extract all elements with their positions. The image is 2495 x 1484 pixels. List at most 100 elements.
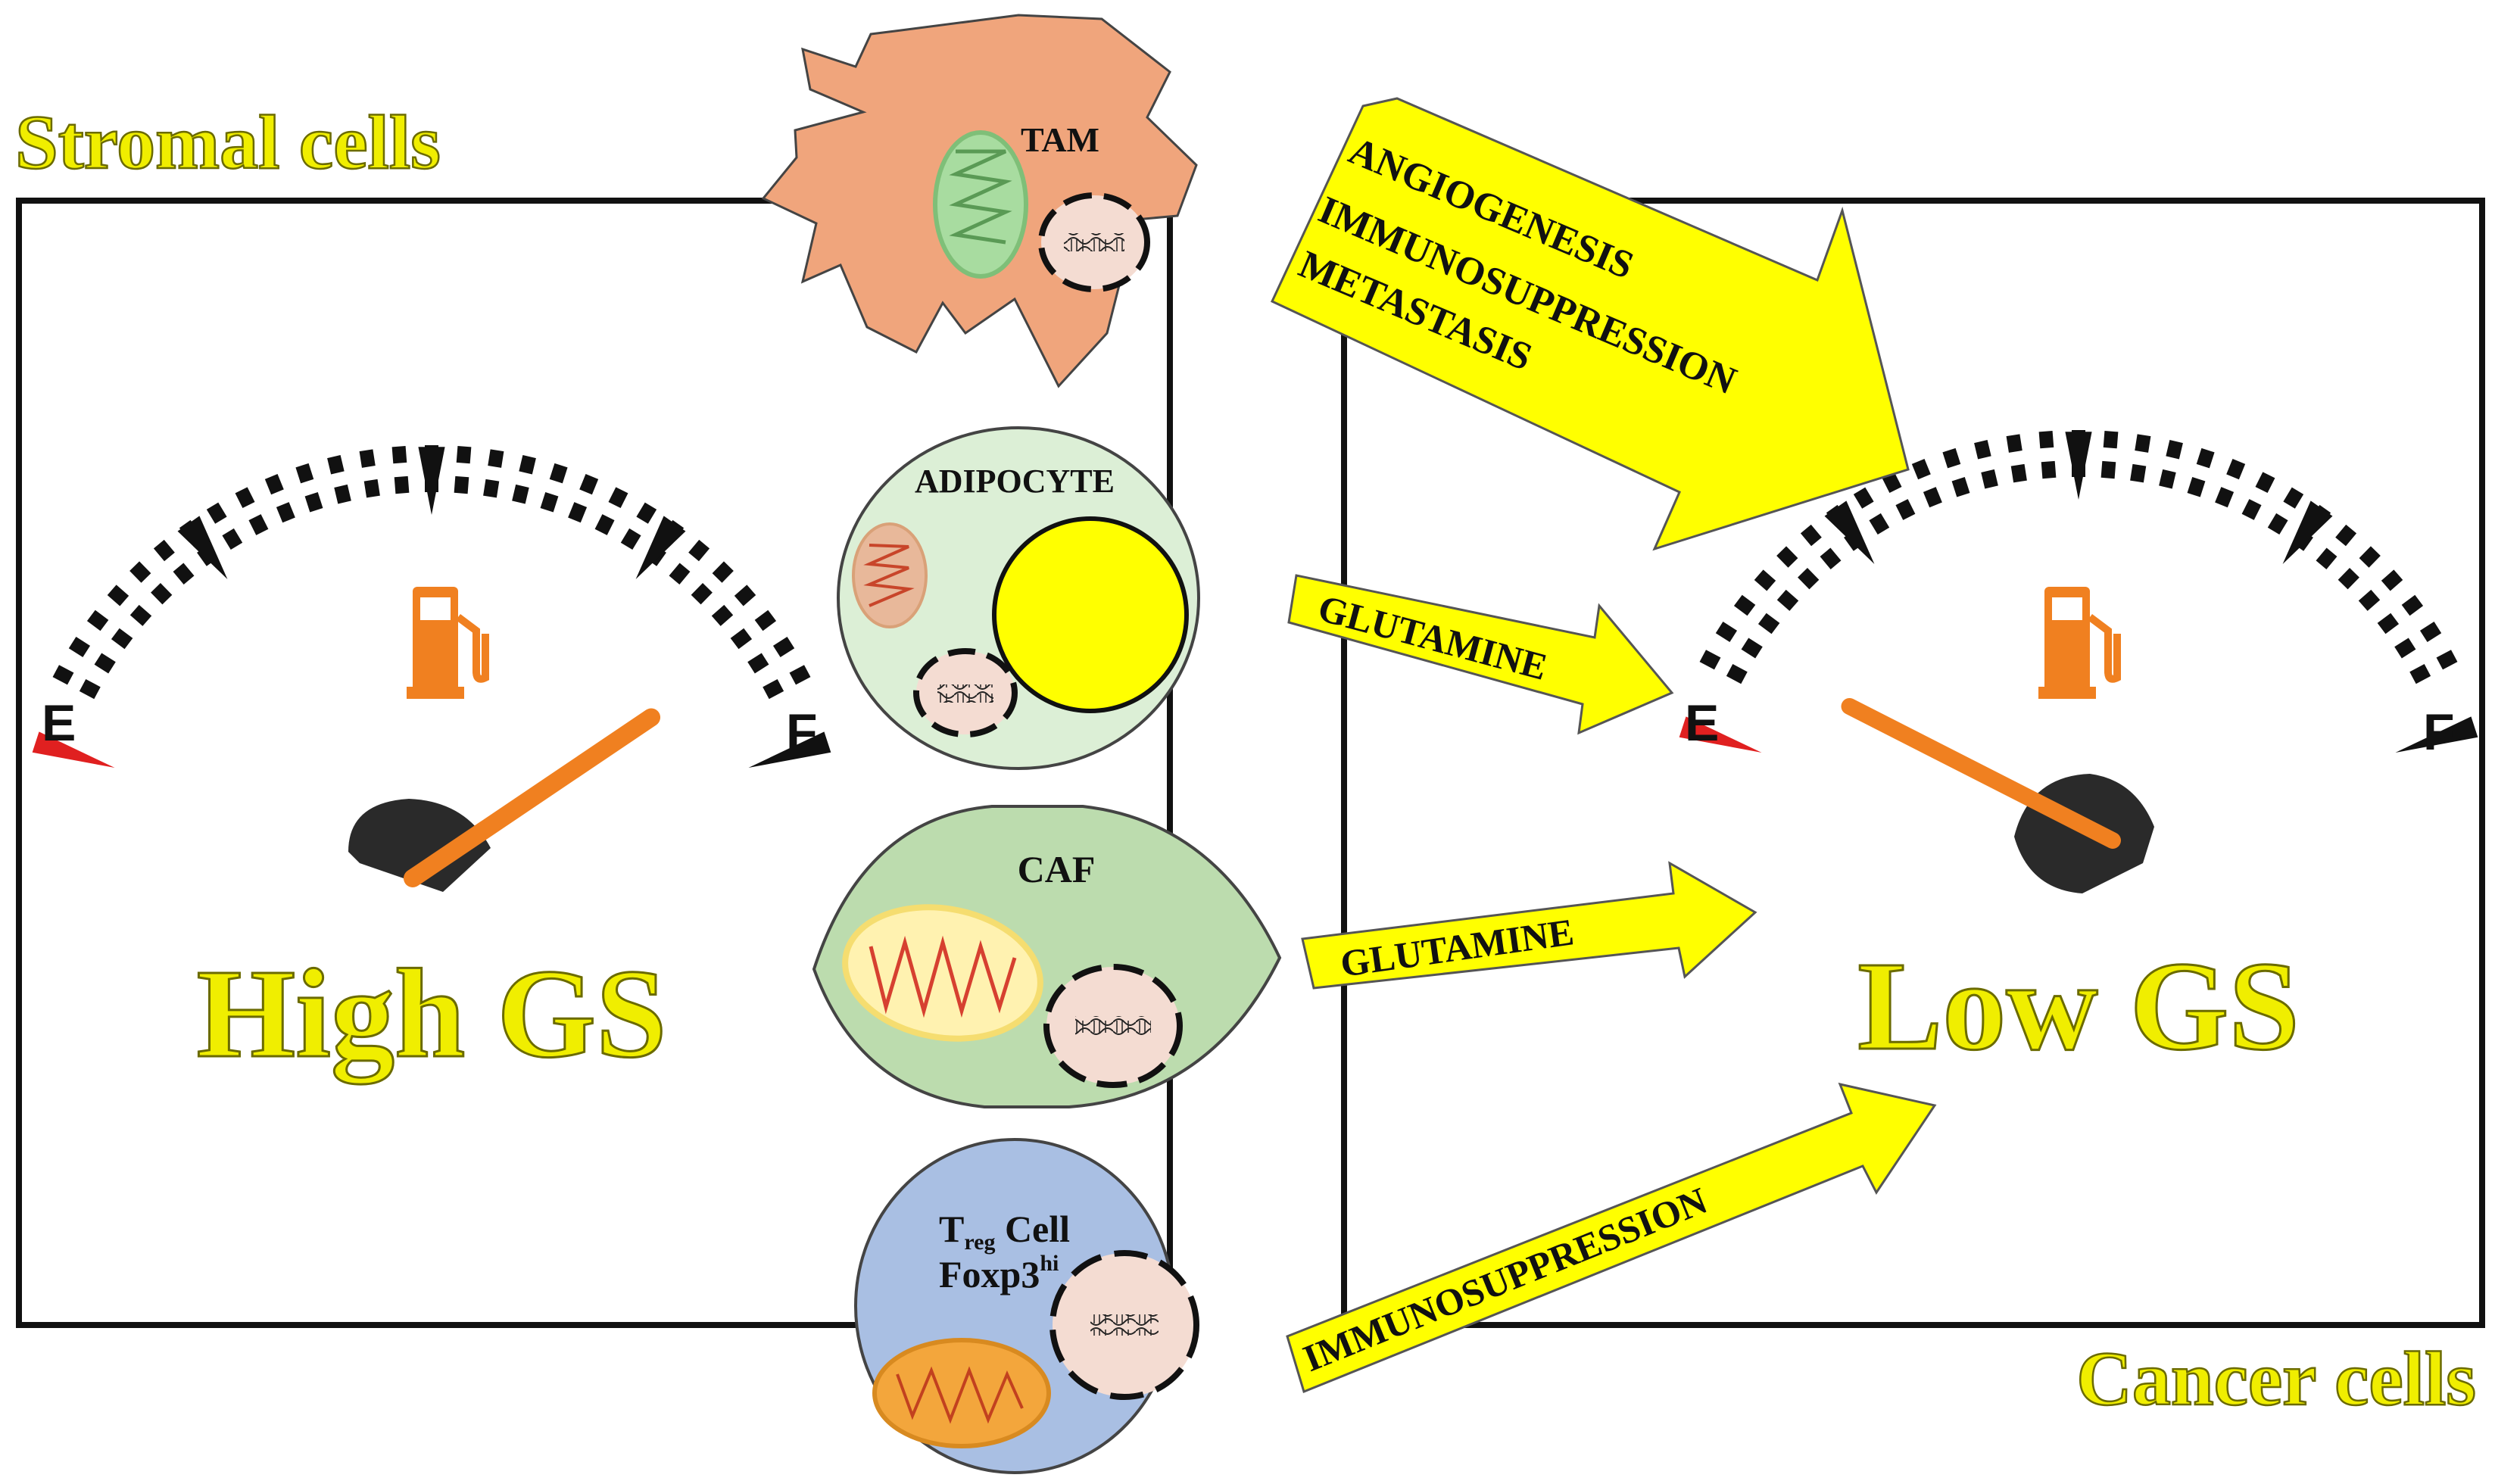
gauge-hub-left <box>348 799 491 892</box>
treg-label: Treg Cell <box>939 1208 1070 1255</box>
cancer-cells-title: Cancer cells <box>2076 1336 2476 1422</box>
right-gauge-dash <box>2100 460 2116 479</box>
left-gauge-dash <box>754 610 777 631</box>
full-label-right: F <box>2423 703 2455 761</box>
right-gauge-dash <box>1923 487 1942 508</box>
left-gauge-dash <box>454 475 469 494</box>
fuel-pump-icon <box>2038 587 2121 699</box>
left-gauge-dash <box>235 487 255 509</box>
full-label-left: F <box>786 703 818 761</box>
left-gauge-dash <box>248 514 269 535</box>
left-gauge-dash <box>363 479 380 498</box>
right-gauge-dash <box>2159 469 2176 489</box>
left-gauge-dash <box>153 539 175 562</box>
adipocyte-label: ADIPOCYTE <box>915 463 1115 500</box>
right-gauge-dash <box>1895 499 1916 520</box>
left-gauge-dash <box>173 563 195 585</box>
caf-cell: CAF <box>812 805 1282 1108</box>
foxp3-label: Foxp3hi <box>939 1251 1059 1295</box>
left-gauge-dash <box>68 637 91 658</box>
left-gauge-dash <box>789 665 811 685</box>
right-gauge-dash <box>1741 638 1763 659</box>
right-gauge-dash <box>1715 622 1738 643</box>
left-gauge-dash <box>568 502 588 523</box>
right-gauge-dash <box>2255 472 2275 494</box>
tam-cell: TAM <box>761 14 1198 388</box>
high-gs-label: High GS <box>197 943 667 1084</box>
right-gauge-dash <box>2419 622 2442 643</box>
right-gauge-dash <box>2358 589 2381 611</box>
right-gauge-major-tick <box>1824 500 1875 564</box>
left-gauge-dash <box>734 585 756 606</box>
left-gauge-dash <box>512 484 529 504</box>
empty-label-right: E <box>1685 694 1719 752</box>
left-gauge-dash <box>79 678 101 700</box>
right-gauge-empty-mark <box>1679 716 1762 753</box>
empty-label-left: E <box>42 694 76 752</box>
left-gauge-dash <box>711 604 734 626</box>
left-gauge-full-mark <box>748 731 831 768</box>
left-gauge-dash <box>107 585 129 606</box>
left-gauge-dash <box>549 463 568 484</box>
right-gauge-dash <box>2377 613 2400 634</box>
right-gauge-dash <box>2335 524 2357 547</box>
right-gauge-dash <box>2187 477 2206 497</box>
left-gauge-dash <box>359 449 376 468</box>
arrow-label-immunosuppression-treg: IMMUNOSUPPRESSION <box>1297 1179 1713 1380</box>
left-gauge-dash <box>206 502 227 524</box>
right-gauge-dash <box>1776 546 1798 568</box>
right-gauge-dash <box>2038 430 2054 449</box>
arrow-tam: ANGIOGENESIS IMMUNOSUPPRESSION METASTASI… <box>1271 97 1910 551</box>
right-gauge-dash <box>1754 569 1776 591</box>
right-gauge-dash <box>1726 663 1748 684</box>
fuel-gauge-high: E F <box>32 445 831 892</box>
left-gauge-empty-mark <box>32 731 115 768</box>
left-gauge-dash <box>636 502 657 524</box>
left-gauge-dash <box>129 604 152 626</box>
right-gauge-dash <box>2226 459 2246 480</box>
left-gauge-dash <box>151 583 173 605</box>
left-gauge-dash <box>669 563 691 585</box>
right-gauge-dash <box>2103 430 2119 449</box>
left-gauge-dash <box>730 628 753 650</box>
left-gauge-dash <box>327 454 345 475</box>
right-gauge-dash <box>2381 569 2403 591</box>
caf-label: CAF <box>1018 848 1096 890</box>
left-gauge-dash <box>391 445 407 464</box>
right-gauge-dash <box>2215 487 2235 508</box>
right-gauge-dash <box>1951 477 1970 497</box>
left-gauge-major-tick <box>418 447 445 515</box>
right-gauge-dash <box>1974 439 1991 460</box>
treg-cell: Treg Cell Foxp3hi <box>854 1138 1199 1474</box>
stromal-panel <box>16 198 1173 1328</box>
right-gauge-dash <box>2010 463 2027 483</box>
left-gauge-dash <box>712 561 734 583</box>
right-gauge-dash <box>1853 487 1874 509</box>
right-gauge-dash <box>1981 469 1998 489</box>
left-gauge-dash <box>129 561 151 583</box>
left-gauge-dash <box>620 528 641 550</box>
right-gauge-dash <box>1757 613 1780 634</box>
gauge-needle-left <box>404 708 661 887</box>
left-gauge-dash <box>763 678 784 700</box>
right-gauge-dash <box>1911 459 1931 480</box>
right-gauge-dash <box>1942 447 1961 469</box>
right-gauge-dash <box>2130 463 2147 483</box>
left-gauge-dash <box>276 502 295 523</box>
right-gauge-dash <box>1882 472 1902 494</box>
right-gauge-dash <box>2135 434 2151 453</box>
left-gauge-dash <box>456 445 472 464</box>
right-gauge-dash <box>2359 546 2381 568</box>
stromal-cells-title: Stromal cells <box>15 100 441 186</box>
right-gauge-major-tick <box>2282 500 2333 564</box>
left-gauge-dash <box>86 610 109 631</box>
left-gauge-dash <box>747 653 769 674</box>
right-gauge-dash <box>2283 487 2304 509</box>
right-gauge-dash <box>2196 447 2215 469</box>
arrow-treg: IMMUNOSUPPRESSION <box>1286 1082 1937 1394</box>
right-gauge-dash <box>2241 499 2262 520</box>
left-gauge-dash <box>394 475 410 494</box>
right-gauge-full-mark <box>2395 716 2478 753</box>
right-gauge-major-tick <box>2065 432 2092 500</box>
arrow-caf: GLUTAMINE <box>1301 861 1757 990</box>
